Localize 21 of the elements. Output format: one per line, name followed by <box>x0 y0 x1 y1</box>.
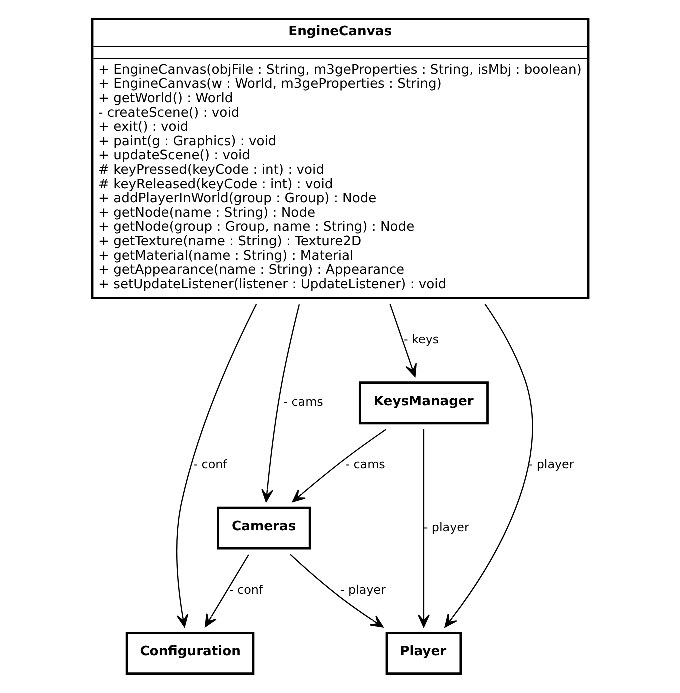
arrow <box>290 554 384 628</box>
edge-label: - player <box>340 582 386 597</box>
arrow <box>389 304 416 378</box>
edge-label: - player <box>528 458 574 472</box>
edge-label: - conf <box>193 458 227 472</box>
arrow <box>204 554 249 628</box>
edge-label: - cams <box>283 395 323 410</box>
node-box: KeysManager <box>358 382 488 425</box>
arrow <box>292 429 386 503</box>
node-box: Configuration <box>125 632 254 675</box>
arrow <box>418 429 430 628</box>
node-box: EngineCanvas + EngineCanvas(objFile : String, m3geProperties : String, isMbj : boolean) + EngineCanvas(w : World, m3geProperties : String) + getWorld() : World - createScene() : void + exit() : void + paint(g : Graphics) : void + updateScene() : void # keyPressed(keyCode : int) : void # keyReleased(keyCode : int) : void + addPlayerInWorld(group : Group) : Node + getNode(name : String) : Node + getNode(group : Group, name : String) : Node + getTexture(name : String) : Texture2D + getMaterial(name : String) : Material + getAppearance(name : String) : Appearance + setUpdateListener(listener : UpdateListener) : void <box>90 18 590 300</box>
arrow <box>261 304 300 503</box>
edge-label: - conf <box>228 582 263 597</box>
edge-label: - cams <box>345 458 385 472</box>
arrow <box>176 304 257 628</box>
node-box: Cameras <box>216 506 311 550</box>
edge-label: - player <box>423 520 469 534</box>
arrow <box>444 304 533 628</box>
edge-label: - keys <box>404 332 439 347</box>
node-box: Player <box>385 632 462 675</box>
